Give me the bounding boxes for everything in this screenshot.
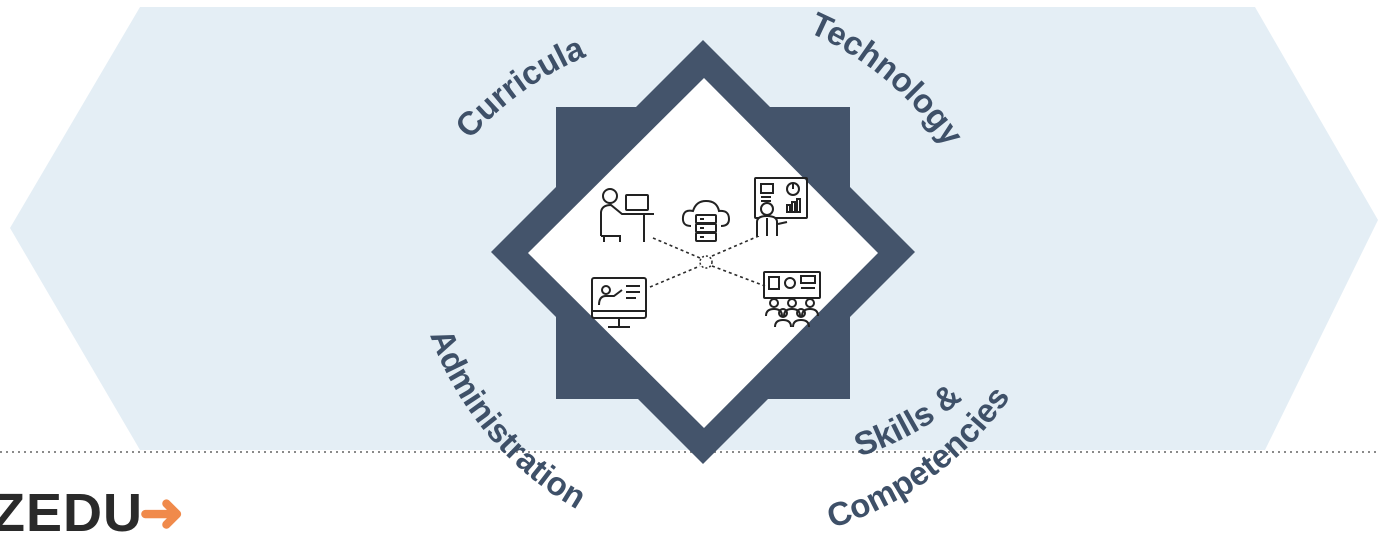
presenter-with-chart-icon bbox=[754, 177, 808, 236]
logo-arrow-icon: ➜ bbox=[139, 483, 186, 543]
zedu-logo: ZEDU➜ bbox=[0, 486, 185, 540]
online-teaching-monitor-icon bbox=[591, 277, 647, 328]
cloud-server-icon bbox=[681, 199, 731, 242]
logo-text: ZEDU bbox=[0, 483, 143, 543]
person-at-laptop-icon bbox=[600, 188, 654, 242]
network-hub-icon bbox=[699, 255, 713, 269]
group-meeting-presentation-icon bbox=[763, 271, 821, 328]
inner-diamond bbox=[528, 78, 878, 428]
